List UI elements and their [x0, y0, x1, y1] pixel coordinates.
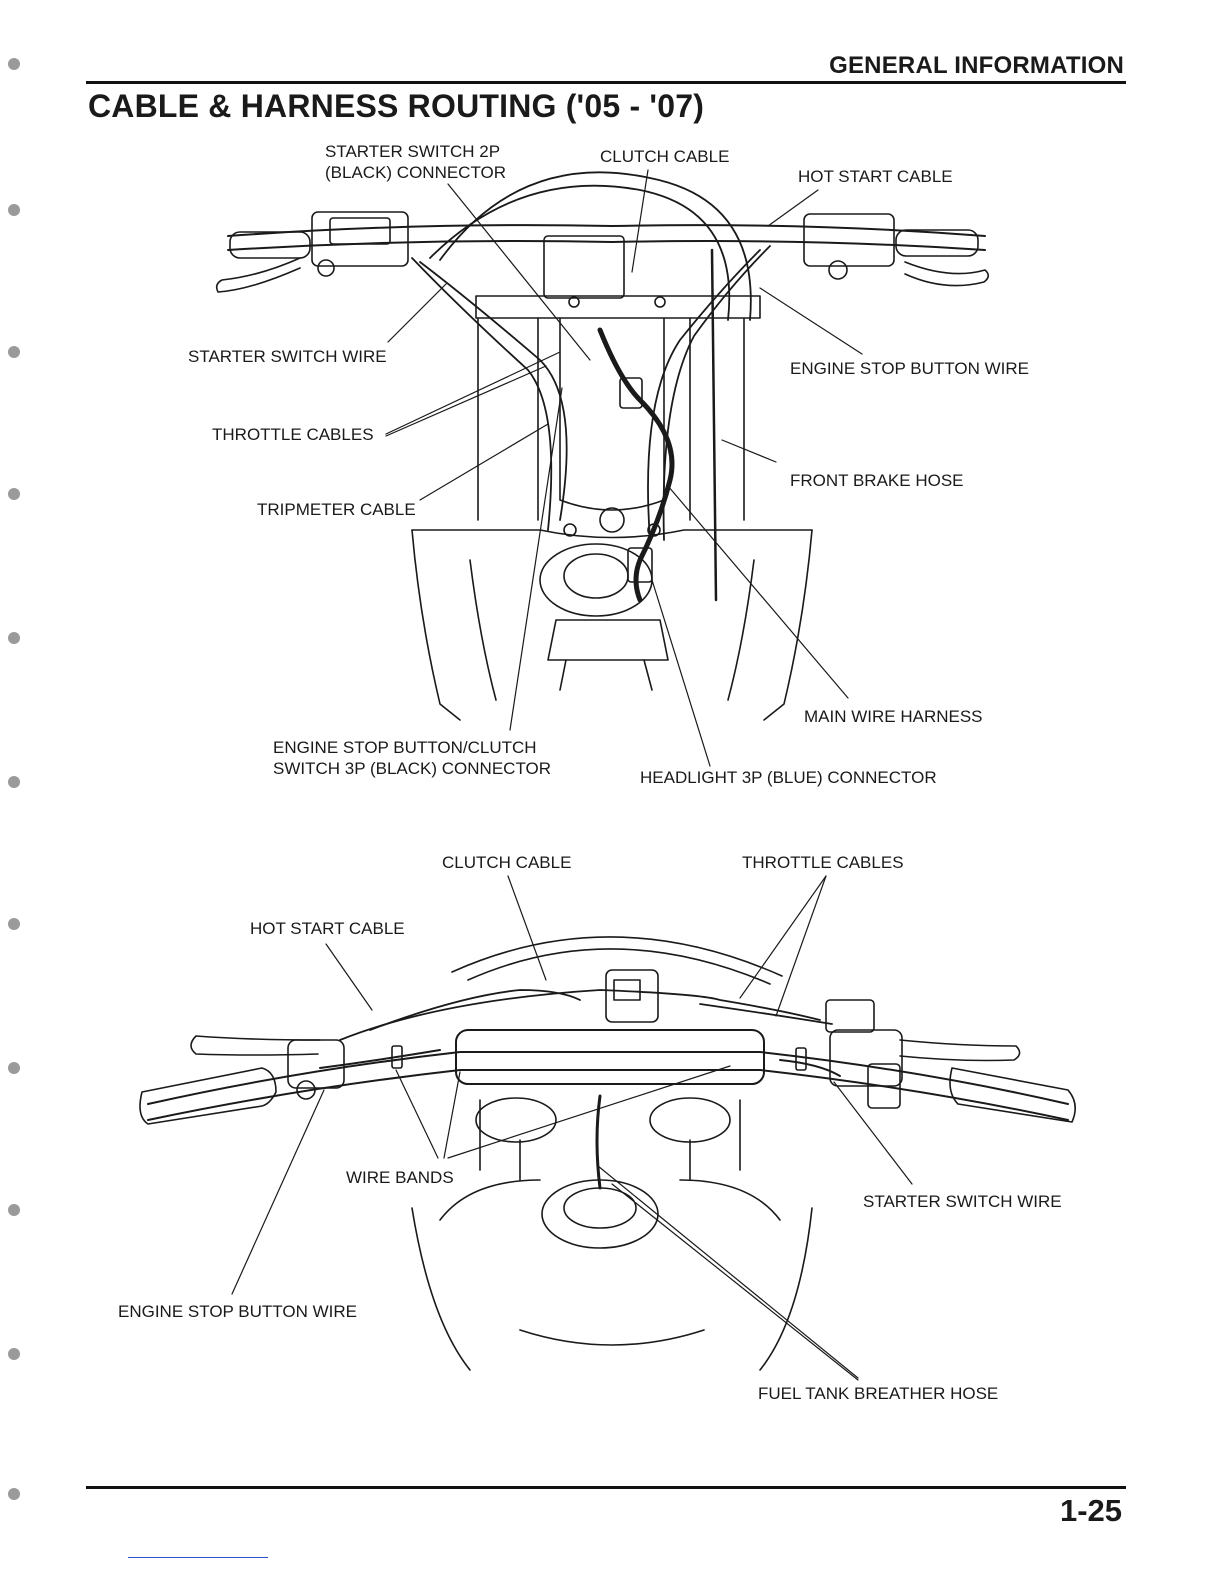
- label-engine-stop-button-wire-top: ENGINE STOP BUTTON WIRE: [790, 359, 1029, 378]
- label-tripmeter-cable: TRIPMETER CABLE: [257, 500, 416, 519]
- label-fuel-tank-breather-hose: FUEL TANK BREATHER HOSE: [758, 1384, 999, 1403]
- label-throttle-cables-bottom: THROTTLE CABLES: [742, 853, 904, 872]
- binder-hole: [8, 1204, 20, 1216]
- binder-hole: [8, 1348, 20, 1360]
- footer-rule: [86, 1486, 1126, 1489]
- top-view-illustration: [215, 171, 990, 721]
- binder-hole: [8, 1062, 20, 1074]
- binder-hole: [8, 1488, 20, 1500]
- binder-hole: [8, 632, 20, 644]
- binder-hole: [8, 204, 20, 216]
- bottom-underline: [128, 1557, 268, 1558]
- binder-hole: [8, 346, 20, 358]
- binder-hole: [8, 918, 20, 930]
- label-throttle-cables-top: THROTTLE CABLES: [212, 425, 374, 444]
- label-starter-switch-wire-top: STARTER SWITCH WIRE: [188, 347, 387, 366]
- label-front-brake-hose: FRONT BRAKE HOSE: [790, 471, 964, 490]
- page-number: 1-25: [1059, 1493, 1122, 1528]
- label-starter-switch-connector: STARTER SWITCH 2P (BLACK) CONNECTOR: [325, 142, 507, 182]
- label-hot-start-cable-bottom: HOT START CABLE: [250, 919, 405, 938]
- bottom-view-leader-lines: [231, 875, 913, 1381]
- bottom-view-illustration: [139, 936, 1076, 1371]
- label-main-wire-harness: MAIN WIRE HARNESS: [804, 707, 983, 726]
- label-clutch-cable-bottom: CLUTCH CABLE: [442, 853, 572, 872]
- label-wire-bands: WIRE BANDS: [346, 1168, 454, 1187]
- binder-hole: [8, 776, 20, 788]
- binder-hole: [8, 58, 20, 70]
- page-title: CABLE & HARNESS ROUTING ('05 - '07): [88, 88, 705, 124]
- binder-hole: [8, 488, 20, 500]
- label-engine-stop-button-wire-bottom: ENGINE STOP BUTTON WIRE: [118, 1302, 357, 1321]
- label-hot-start-cable-top: HOT START CABLE: [798, 167, 953, 186]
- header-rule: [86, 81, 1126, 84]
- label-headlight-connector: HEADLIGHT 3P (BLUE) CONNECTOR: [640, 768, 937, 787]
- label-clutch-cable-top: CLUTCH CABLE: [600, 147, 730, 166]
- label-starter-switch-wire-bottom: STARTER SWITCH WIRE: [863, 1192, 1062, 1211]
- label-engine-stop-clutch-connector: ENGINE STOP BUTTON/CLUTCH SWITCH 3P (BLA…: [273, 738, 552, 778]
- section-header: GENERAL INFORMATION: [829, 52, 1124, 79]
- top-view-leader-lines: [385, 169, 863, 767]
